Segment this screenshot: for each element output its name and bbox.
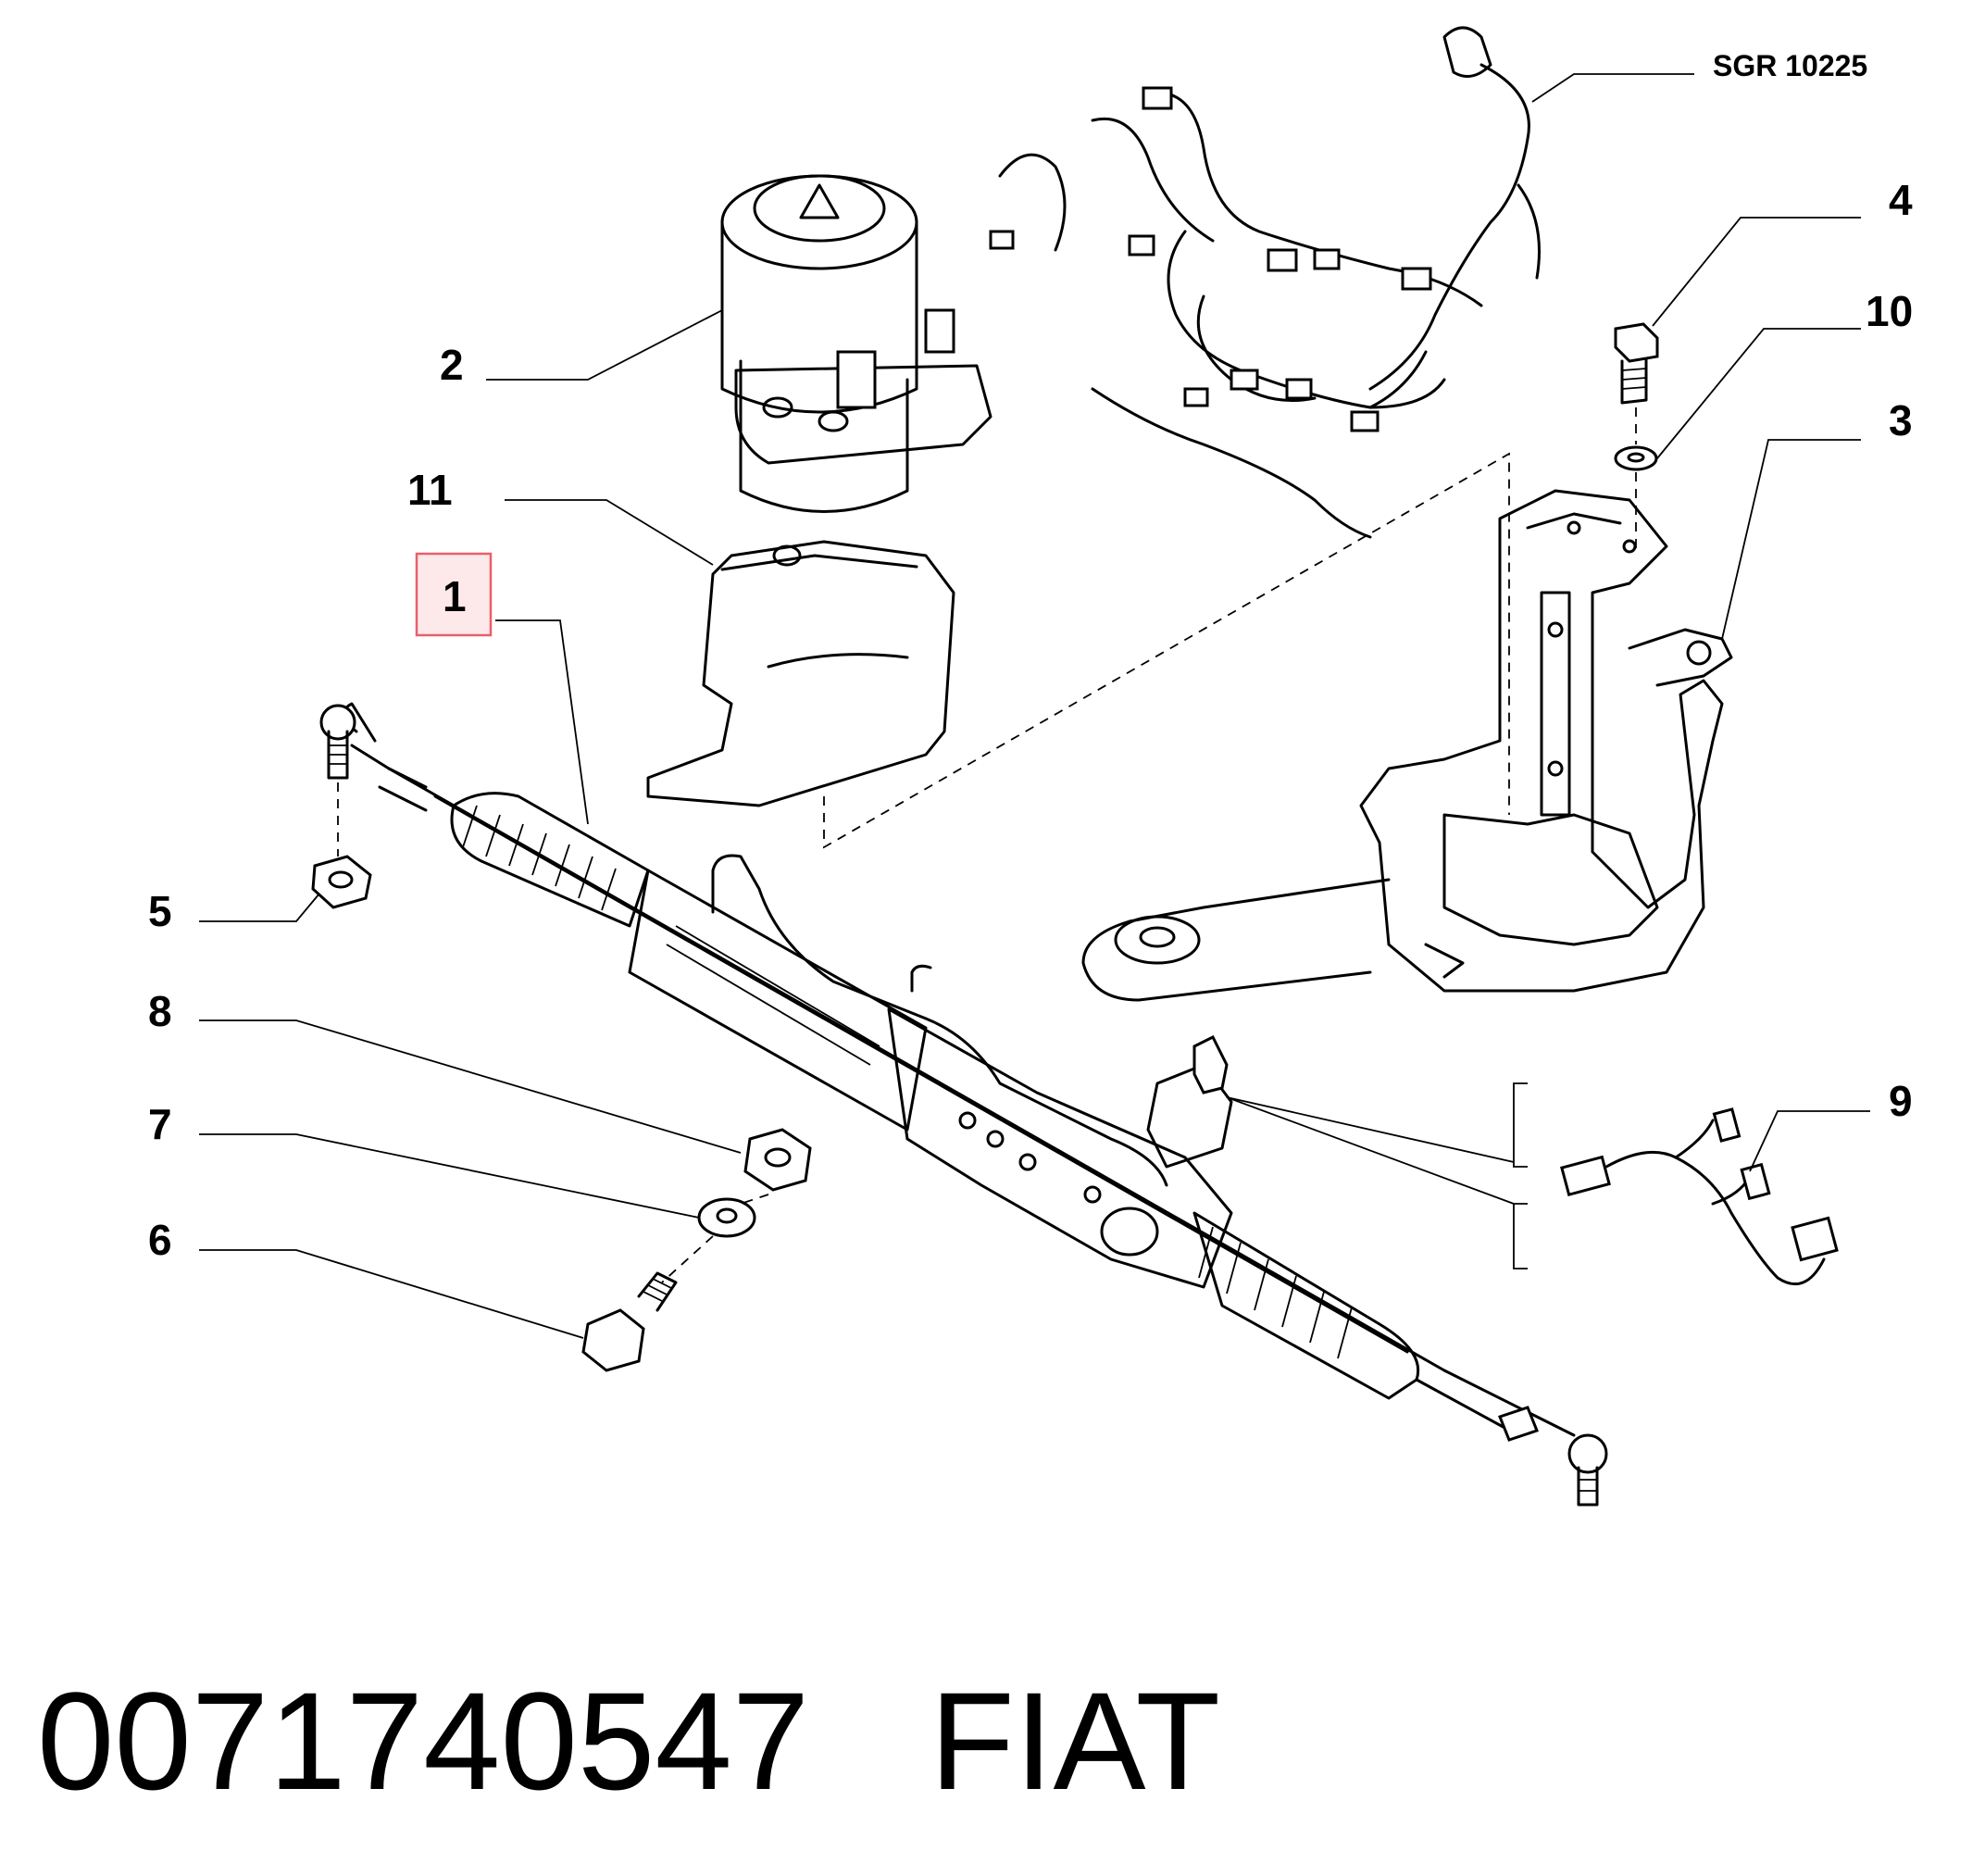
callout-11[interactable]: 11 — [407, 466, 453, 514]
left-tie-rod-end — [319, 702, 428, 812]
heat-shield-part-11 — [646, 540, 955, 807]
nut-part-5 — [311, 855, 372, 909]
highlight-box-callout-1 — [415, 552, 493, 637]
callout-6[interactable]: 6 — [148, 1216, 172, 1264]
callout-1[interactable]: 1 — [443, 572, 467, 620]
leader-lines — [199, 73, 1870, 1339]
bolt-part-4 — [1614, 322, 1659, 405]
callout-10[interactable]: 10 — [1866, 287, 1913, 335]
callout-8[interactable]: 8 — [148, 987, 172, 1035]
steering-rack-part-1 — [387, 767, 1446, 1400]
callout-5[interactable]: 5 — [148, 887, 172, 935]
mounting-bracket-part-3 — [1081, 489, 1733, 1002]
callout-3[interactable]: 3 — [1889, 396, 1913, 444]
washer-part-10 — [1614, 445, 1658, 471]
fastener-axis-dash — [661, 1194, 769, 1283]
washer-part-7 — [697, 1197, 756, 1238]
footer-caption: 0071740547 FIAT — [37, 1657, 1220, 1824]
right-tie-rod-end — [1415, 1369, 1608, 1507]
electric-motor-part-2 — [720, 174, 992, 513]
callout-9[interactable]: 9 — [1889, 1077, 1913, 1125]
callout-7[interactable]: 7 — [148, 1100, 172, 1148]
alignment-lines — [823, 452, 1528, 1269]
callout-2[interactable]: 2 — [440, 341, 464, 389]
part-number: 0071740547 — [37, 1662, 810, 1819]
bolt-part-6 — [581, 1271, 678, 1372]
nut-part-8 — [743, 1128, 812, 1192]
wiring-harness — [989, 26, 1541, 539]
connector-harness-part-9 — [1560, 1107, 1839, 1286]
reference-code: SGR 10225 — [1713, 49, 1867, 82]
callout-4[interactable]: 4 — [1889, 176, 1913, 224]
brand-name: FIAT — [930, 1662, 1221, 1819]
